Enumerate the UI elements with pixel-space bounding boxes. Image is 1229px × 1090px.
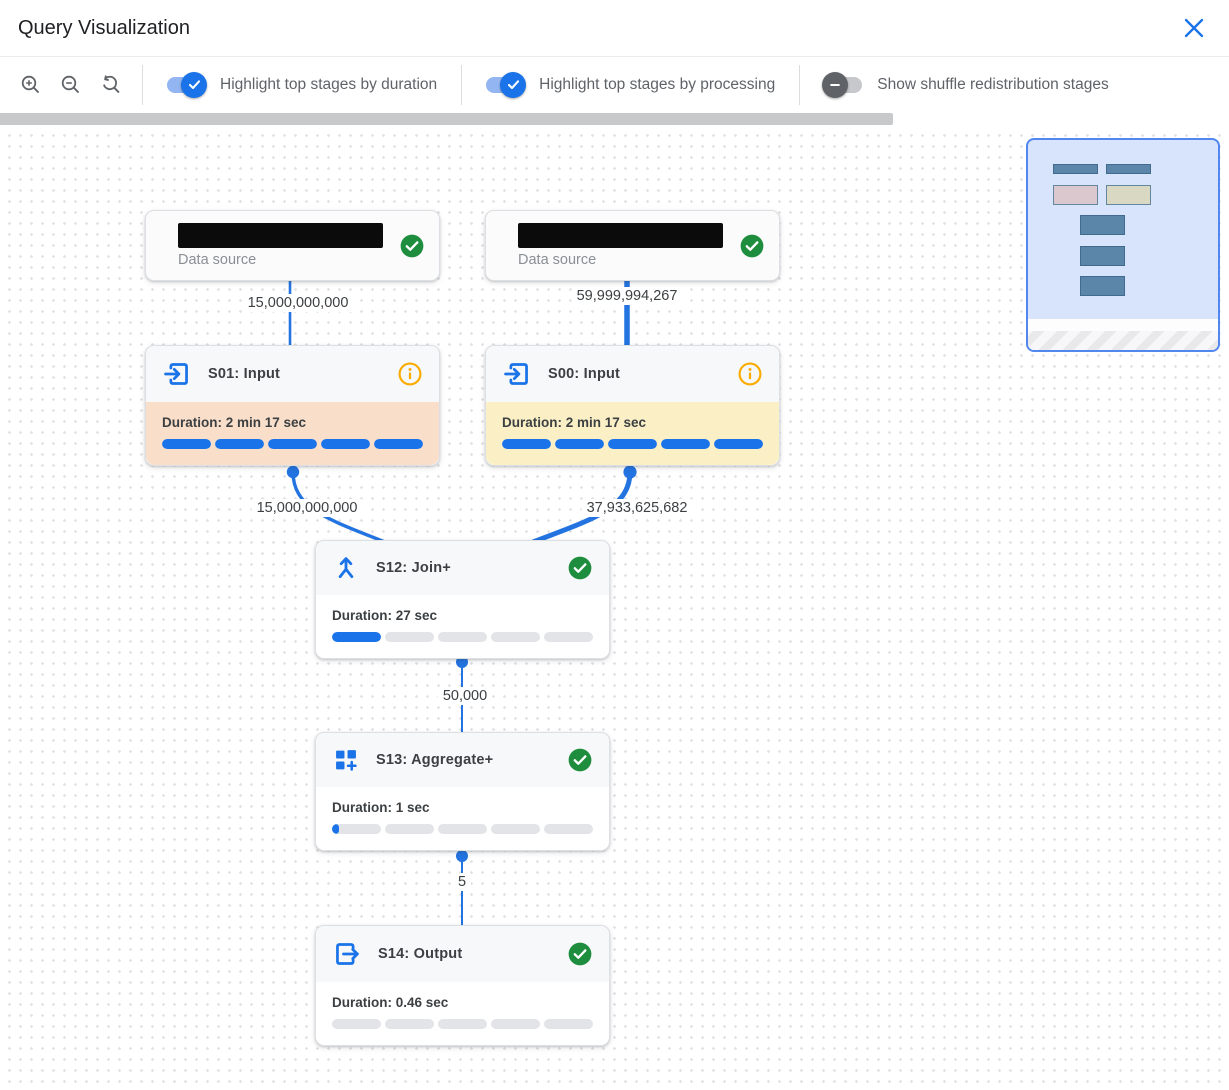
status-completed-icon	[399, 233, 425, 259]
toggle-show-shuffle-label: Show shuffle redistribution stages	[877, 75, 1109, 93]
check-icon	[188, 80, 200, 90]
toggle-shuffle-group: Show shuffle redistribution stages	[800, 71, 1133, 98]
data-source-text: Data source	[518, 223, 723, 268]
status-info-icon[interactable]	[737, 361, 763, 387]
edge-row-count: 59,999,994,267	[571, 287, 683, 305]
edge-row-count: 37,933,625,682	[581, 499, 693, 517]
minimap[interactable]	[1026, 138, 1220, 352]
toolbar: Highlight top stages by duration Highlig…	[0, 56, 1229, 112]
zoom-in-icon	[21, 75, 39, 93]
node-stage-s13-aggregate[interactable]: S13: Aggregate+ Duration: 1 sec	[315, 732, 610, 851]
status-completed-icon	[739, 233, 765, 259]
toggle-show-shuffle[interactable]	[822, 71, 863, 98]
close-icon	[1184, 18, 1204, 38]
toggle-knob	[181, 71, 207, 98]
data-source-text: Data source	[178, 223, 383, 268]
stage-duration: Duration: 27 sec	[332, 608, 438, 623]
zoom-out-button[interactable]	[54, 68, 88, 102]
toolbar-divider	[461, 64, 463, 105]
minimap-node	[1106, 164, 1151, 174]
output-stage-icon	[336, 943, 359, 965]
stage-title: S01: Input	[208, 366, 281, 382]
duration-progress-bar	[332, 632, 593, 642]
input-stage-icon	[504, 363, 528, 385]
horizontal-scrollbar-thumb[interactable]	[0, 113, 893, 125]
toggle-highlight-processing-label: Highlight top stages by processing	[539, 75, 776, 93]
node-stage-s14-output[interactable]: S14: Output Duration: 0.46 sec	[315, 925, 610, 1046]
status-info-icon[interactable]	[397, 361, 423, 387]
node-data-source-right[interactable]: Data source	[485, 210, 780, 281]
data-source-label: Data source	[178, 252, 257, 268]
stage-title: S12: Join+	[376, 560, 451, 576]
stage-title: S13: Aggregate+	[376, 752, 494, 768]
edge-row-count: 50,000	[437, 687, 493, 705]
stage-metrics: Duration: 1 sec	[316, 787, 609, 850]
duration-progress-bar	[332, 1019, 593, 1029]
data-source-label: Data source	[518, 252, 597, 268]
node-stage-s00-input[interactable]: S00: Input Duration: 2 min 17 sec	[485, 345, 780, 466]
minimap-node-highlight-processing	[1106, 185, 1151, 205]
toggle-highlight-duration-label: Highlight top stages by duration	[220, 75, 438, 93]
minimap-node	[1053, 164, 1098, 174]
stage-title: S00: Input	[548, 366, 621, 382]
modal-header: Query Visualization	[0, 0, 1229, 56]
zoom-in-button[interactable]	[14, 68, 48, 102]
node-data-source-left[interactable]: Data source	[145, 210, 440, 281]
minimap-node	[1080, 215, 1125, 235]
stage-metrics: Duration: 27 sec	[316, 595, 609, 658]
duration-progress-bar	[332, 824, 593, 834]
toggle-processing-group: Highlight top stages by processing	[462, 71, 799, 98]
zoom-out-icon	[61, 75, 79, 93]
toggle-highlight-duration[interactable]	[167, 71, 207, 98]
toolbar-divider	[799, 64, 801, 105]
zoom-controls	[14, 68, 142, 102]
zoom-reset-icon	[103, 74, 120, 93]
toggle-knob	[500, 71, 527, 98]
stage-title: S14: Output	[378, 946, 463, 962]
input-stage-icon	[164, 363, 188, 385]
page-title: Query Visualization	[18, 16, 190, 39]
stage-duration: Duration: 1 sec	[332, 800, 430, 815]
stage-metrics: Duration: 2 min 17 sec	[486, 402, 779, 465]
toggle-highlight-processing[interactable]	[486, 71, 527, 98]
check-icon	[507, 80, 519, 90]
duration-progress-bar	[162, 439, 423, 449]
toggle-knob	[822, 71, 849, 98]
stage-duration: Duration: 2 min 17 sec	[502, 415, 647, 430]
toggle-duration-group: Highlight top stages by duration	[143, 71, 461, 98]
join-stage-icon	[338, 557, 354, 579]
redacted-table-name	[178, 223, 383, 248]
status-completed-icon	[567, 747, 593, 773]
graph-canvas[interactable]: 15,000,000,000 59,999,994,267 15,000,000…	[0, 112, 1229, 1090]
stage-metrics: Duration: 2 min 17 sec	[146, 402, 439, 465]
status-completed-icon	[567, 941, 593, 967]
toolbar-divider	[142, 64, 143, 105]
minimap-offscreen-gap	[1028, 319, 1218, 331]
aggregate-stage-icon	[336, 750, 357, 771]
minimap-offscreen-area	[1028, 331, 1218, 350]
stage-duration: Duration: 2 min 17 sec	[162, 415, 307, 430]
edge-row-count: 15,000,000,000	[251, 499, 363, 517]
edge-row-count: 5	[452, 873, 472, 891]
horizontal-scrollbar	[0, 112, 1229, 127]
edge-row-count: 15,000,000,000	[242, 294, 354, 312]
close-button[interactable]	[1181, 15, 1207, 41]
duration-progress-bar	[502, 439, 763, 449]
zoom-reset-button[interactable]	[94, 68, 128, 102]
minimap-node	[1080, 276, 1125, 296]
minus-icon	[830, 83, 841, 86]
status-completed-icon	[567, 555, 593, 581]
node-stage-s12-join[interactable]: S12: Join+ Duration: 27 sec	[315, 540, 610, 659]
node-stage-s01-input[interactable]: S01: Input Duration: 2 min 17 sec	[145, 345, 440, 466]
stage-duration: Duration: 0.46 sec	[332, 995, 449, 1010]
minimap-node-highlight-duration	[1053, 185, 1098, 205]
minimap-node	[1080, 246, 1125, 266]
stage-metrics: Duration: 0.46 sec	[316, 982, 609, 1045]
redacted-table-name	[518, 223, 723, 248]
